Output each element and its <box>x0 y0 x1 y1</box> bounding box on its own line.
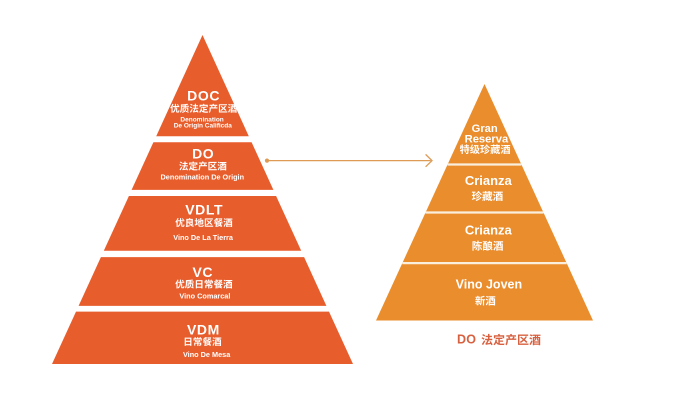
svg-text:Vino De Mesa: Vino De Mesa <box>183 350 231 359</box>
svg-text:DO: DO <box>457 333 476 347</box>
svg-text:DO: DO <box>192 145 214 161</box>
svg-text:VDLT: VDLT <box>185 202 223 218</box>
svg-text:Crianza: Crianza <box>465 173 513 188</box>
svg-text:Vino De La Tierra: Vino De La Tierra <box>173 233 234 242</box>
svg-text:Crianza: Crianza <box>465 223 513 238</box>
svg-text:Vino Joven: Vino Joven <box>456 277 522 291</box>
svg-text:De Origin Calificda: De Origin Calificda <box>174 122 233 129</box>
svg-text:Reserva: Reserva <box>465 133 509 145</box>
svg-text:Denomination: Denomination <box>180 116 223 123</box>
svg-text:Gran: Gran <box>472 123 498 135</box>
svg-text:VDM: VDM <box>187 321 220 337</box>
svg-text:VC: VC <box>192 264 213 280</box>
svg-text:Denomination De Origin: Denomination De Origin <box>161 172 245 181</box>
svg-text:DOC: DOC <box>187 87 220 103</box>
svg-text:Vino Comarcal: Vino Comarcal <box>179 292 230 301</box>
